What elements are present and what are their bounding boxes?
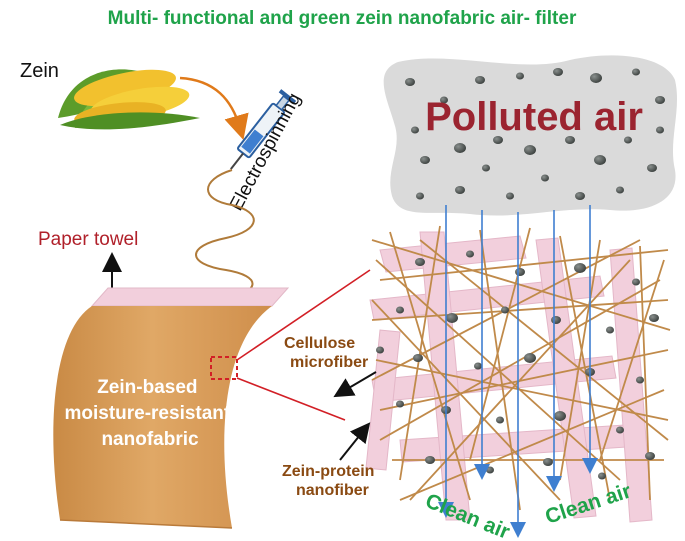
polluted-air-label: Polluted air [425, 95, 643, 139]
nanofabric-bottom-edge [59, 519, 233, 529]
zoom-line-bottom [236, 377, 346, 421]
cellulose-label-line-2: microfiber [290, 354, 368, 371]
zein-protein-label-arrow [339, 422, 371, 461]
zein-protein-label-line-1: Zein-protein [282, 463, 374, 480]
pollution-particles [405, 68, 665, 200]
cellulose-microfibers [365, 231, 653, 523]
paper-towel-label: Paper towel [38, 229, 138, 250]
nanofabric-sheet [53, 306, 272, 528]
zein-protein-label-line-2: nanofiber [296, 482, 369, 499]
syringe-icon [230, 89, 297, 170]
electrospinning-label: Electrospinning [226, 90, 306, 215]
corn-image [58, 69, 200, 130]
nanofabric-label: Zein-based moisture-resistant nanofabric [64, 377, 235, 450]
diagram-title: Multi- functional and green zein nanofab… [108, 8, 577, 29]
airflow-arrows [438, 205, 598, 538]
nanofabric-label-line-3: nanofabric [101, 429, 199, 450]
cellulose-microfiber-label: Cellulose microfiber [284, 335, 368, 371]
fiber-mesh [365, 225, 671, 523]
zein-protein-nanofiber-label: Zein-protein nanofiber [282, 463, 379, 499]
zoom-region-marker [210, 356, 238, 380]
cellulose-label-line-1: Cellulose [284, 335, 355, 352]
zoom-line-top [236, 269, 371, 361]
corn-to-syringe-arrow [179, 76, 249, 141]
zein-label: Zein [20, 60, 59, 82]
pollution-cloud [383, 55, 678, 216]
nanofabric-label-line-1: Zein-based [97, 377, 197, 398]
paper-towel-sheet [90, 287, 290, 307]
nanofabric-label-line-2: moisture-resistant [64, 403, 230, 424]
cellulose-label-arrow [333, 371, 377, 398]
